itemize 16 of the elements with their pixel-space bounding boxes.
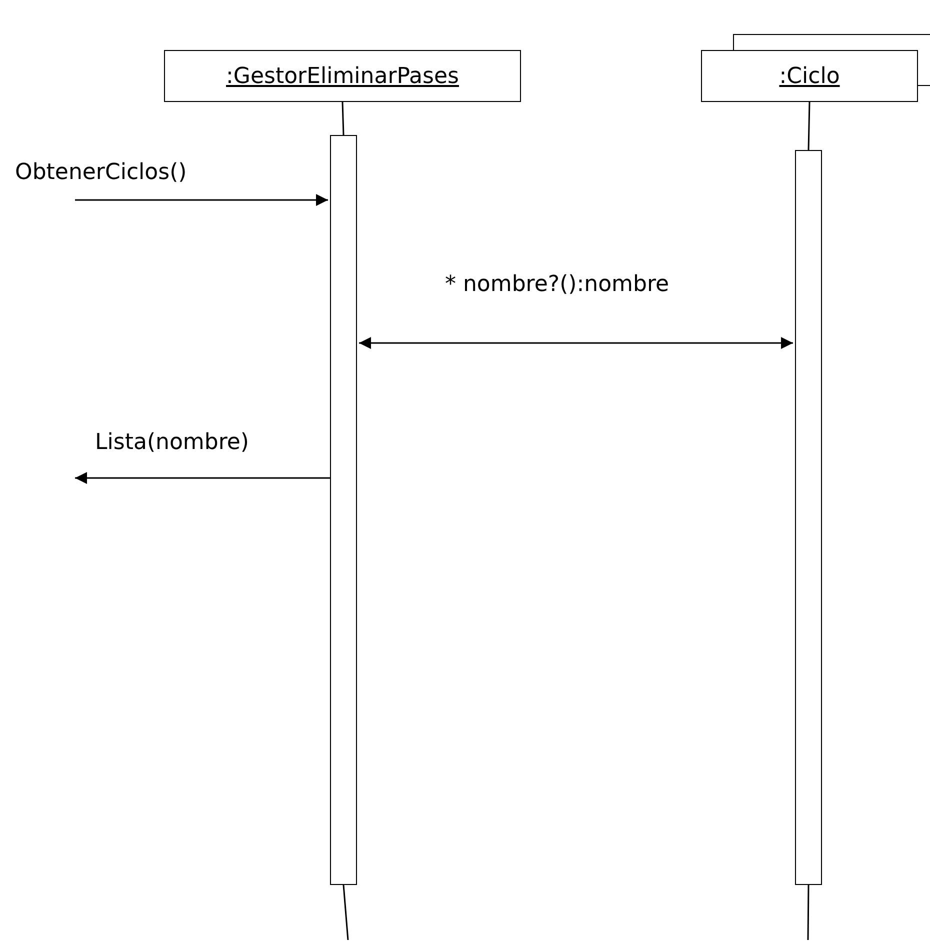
lifeline <box>808 102 810 150</box>
activation-bar <box>330 135 357 885</box>
object-name: :GestorEliminarPases <box>226 64 459 88</box>
object-box <box>164 50 521 102</box>
message-label: Lista(nombre) <box>95 430 249 455</box>
message-label: ObtenerCiclos() <box>15 160 187 185</box>
lifeline <box>342 884 349 940</box>
message-arrow <box>75 472 330 484</box>
message-label: * nombre?():nombre <box>445 272 670 297</box>
lifeline <box>807 885 810 940</box>
lifeline <box>342 102 344 136</box>
object-box <box>701 50 918 102</box>
message-arrow <box>75 194 328 206</box>
activation-bar <box>795 150 822 885</box>
message-arrow <box>359 337 793 349</box>
object-name: :Ciclo <box>779 64 840 88</box>
